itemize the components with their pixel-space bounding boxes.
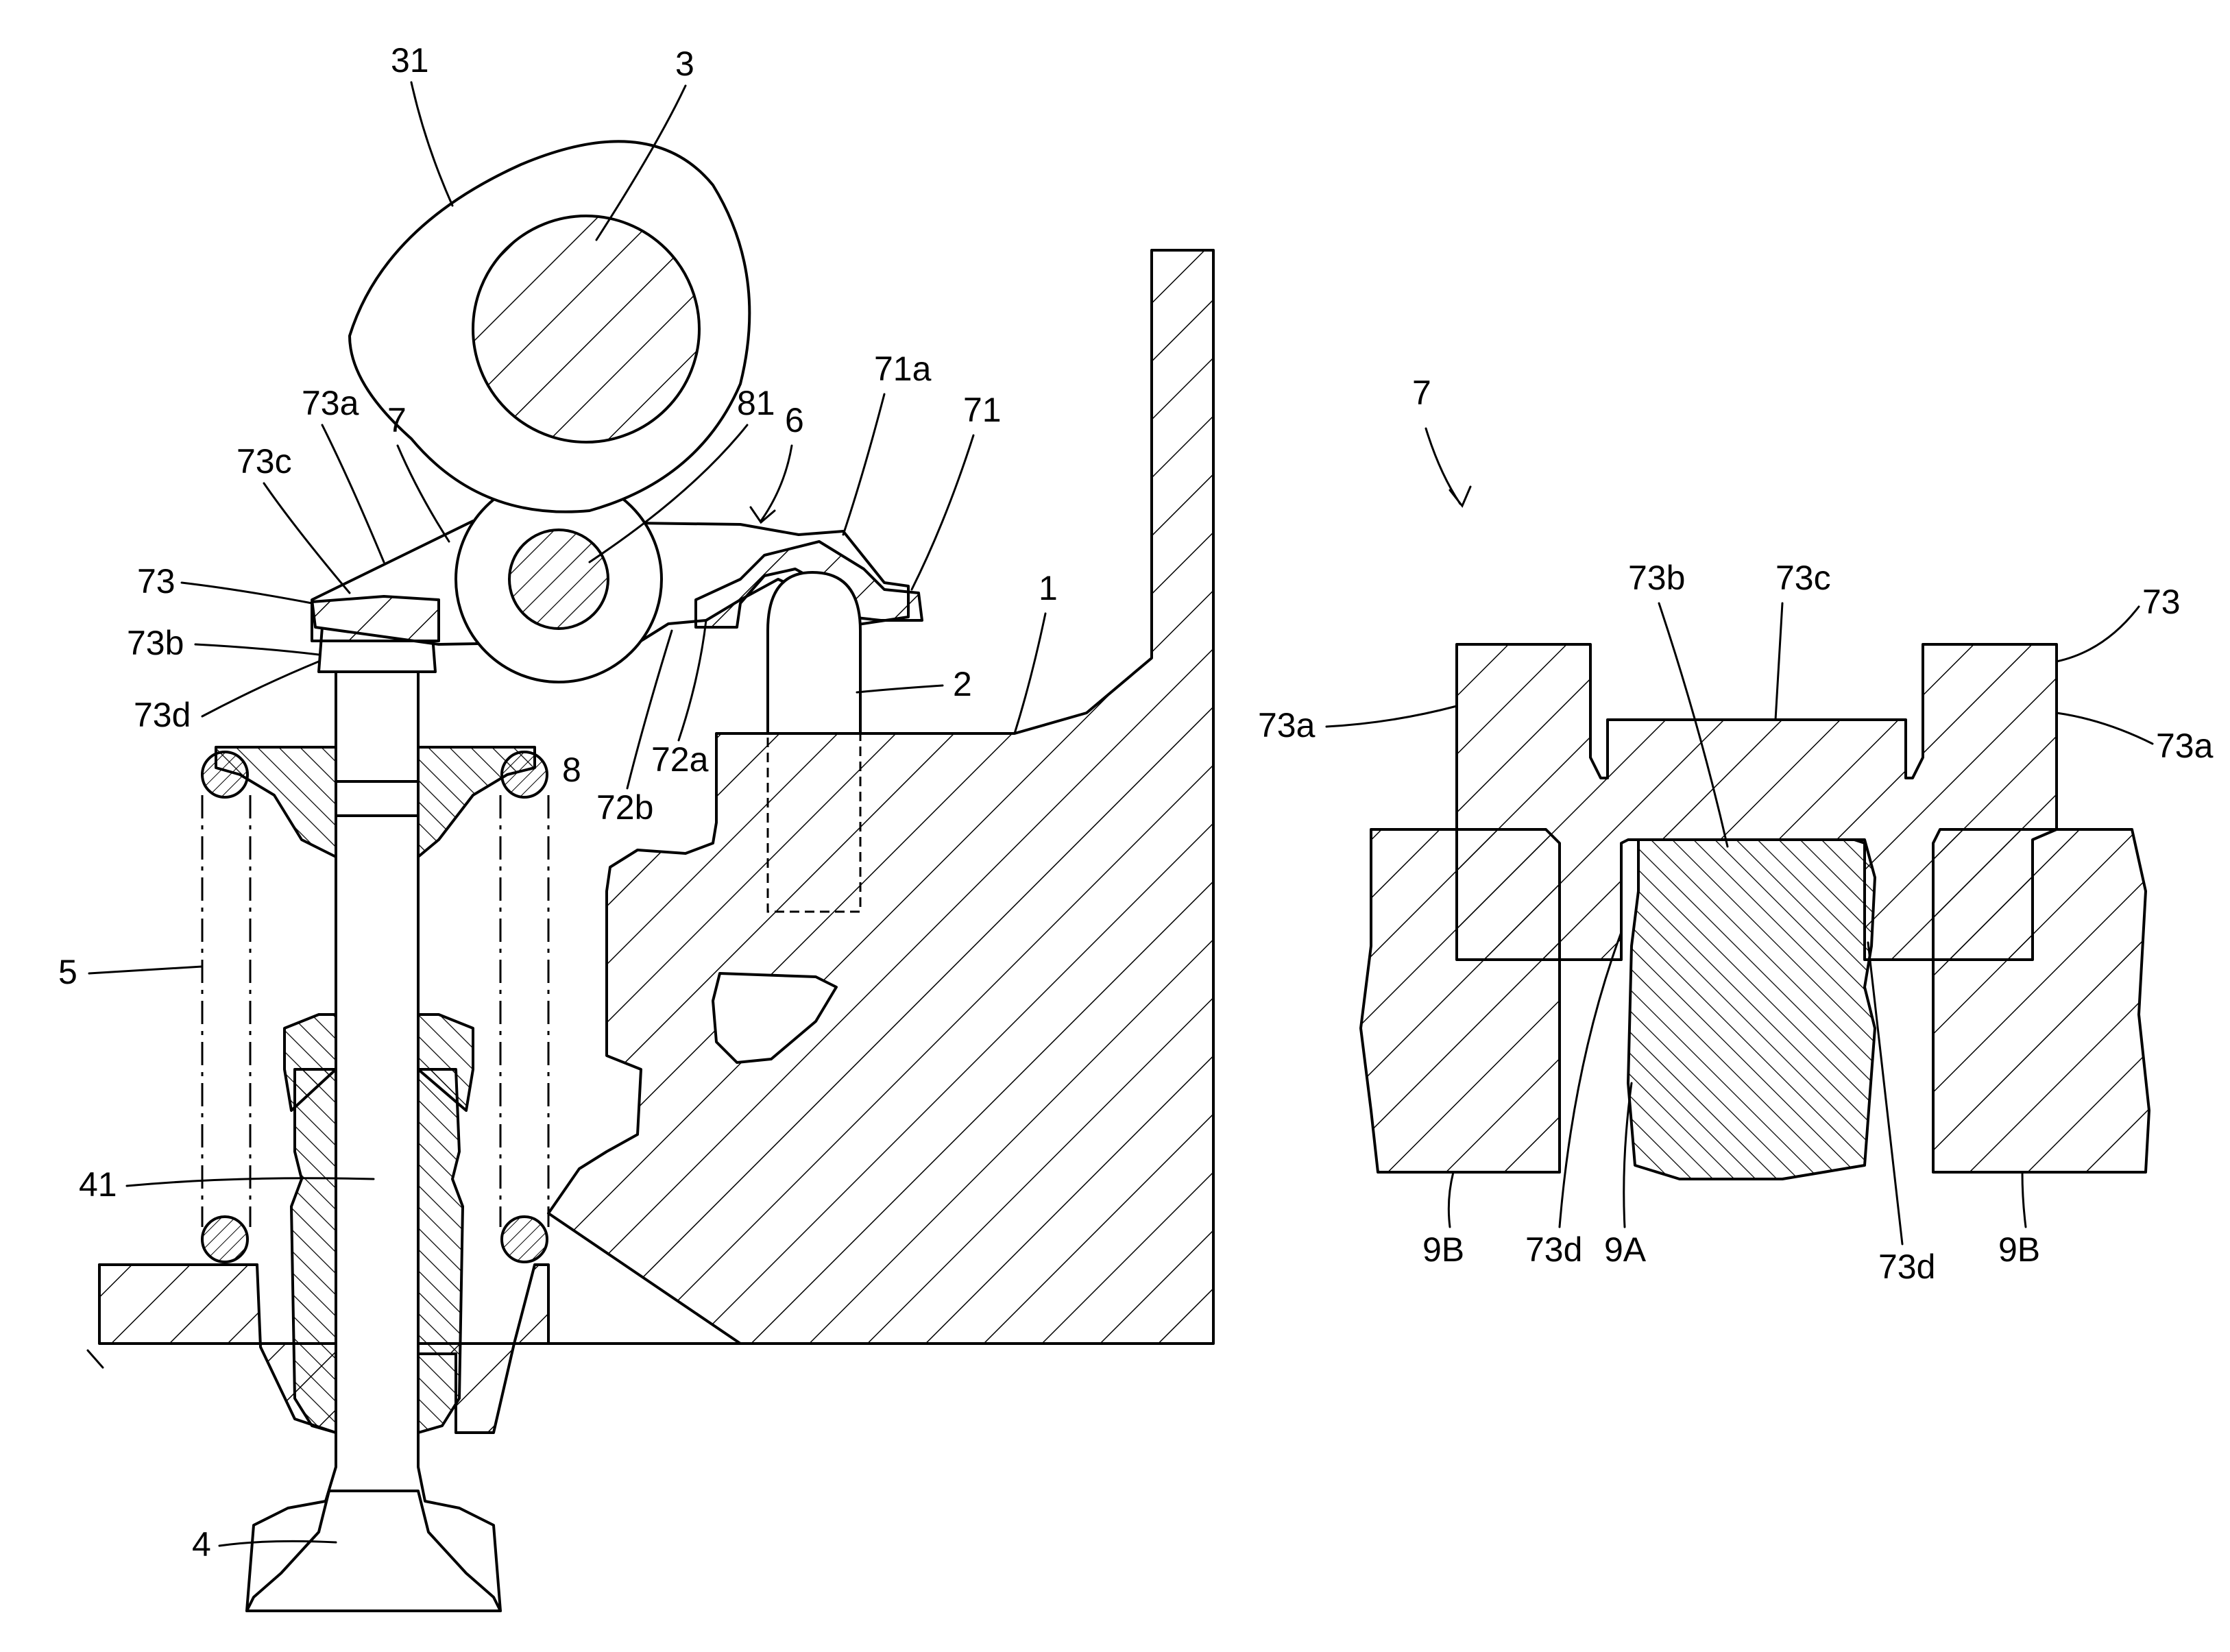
leader-r9B-left bbox=[1449, 1172, 1453, 1227]
leader-r73 bbox=[2057, 607, 2139, 661]
label-8: 8 bbox=[562, 751, 581, 789]
spring-coil-bottom-right bbox=[502, 1217, 547, 1262]
label-71: 71 bbox=[963, 391, 1002, 429]
label-r7: 7 bbox=[1412, 374, 1431, 412]
leader-1 bbox=[1015, 614, 1045, 733]
label-r73a-right: 73a bbox=[2156, 727, 2214, 765]
label-72b: 72b bbox=[596, 788, 653, 827]
label-73d: 73d bbox=[134, 696, 191, 734]
left-sectional-view bbox=[88, 141, 1213, 1611]
leader-r73c bbox=[1775, 603, 1782, 720]
rocker-contact-shoe bbox=[312, 596, 439, 641]
label-81: 81 bbox=[737, 384, 775, 422]
leader-31 bbox=[411, 82, 452, 206]
leader-73a bbox=[322, 425, 384, 562]
roller-pin bbox=[509, 530, 608, 629]
leader-r73a-right bbox=[2057, 713, 2153, 744]
leader-73c bbox=[264, 483, 350, 593]
spring-coil-bottom-left bbox=[202, 1217, 247, 1262]
leader-r9B-right bbox=[2022, 1172, 2026, 1227]
label-71a: 71a bbox=[874, 350, 932, 388]
valve-stem-end-9A bbox=[1628, 840, 1875, 1179]
label-73b: 73b bbox=[127, 624, 184, 662]
leader-5 bbox=[89, 967, 202, 973]
label-r73a-left: 73a bbox=[1258, 706, 1316, 744]
label-73: 73 bbox=[137, 562, 175, 600]
lash-adjuster bbox=[768, 572, 860, 733]
label-1: 1 bbox=[1039, 569, 1058, 607]
leader-r73d-right bbox=[1868, 943, 1902, 1244]
label-41: 41 bbox=[79, 1165, 117, 1204]
label-73a: 73a bbox=[302, 384, 359, 422]
leader-r73a-left bbox=[1326, 706, 1457, 727]
leader-r73d-left bbox=[1560, 932, 1621, 1227]
label-r73d-left: 73d bbox=[1525, 1230, 1582, 1269]
label-5: 5 bbox=[58, 953, 77, 991]
leader-73d bbox=[202, 661, 319, 716]
label-7: 7 bbox=[387, 401, 407, 439]
leader-71 bbox=[912, 435, 973, 590]
label-r9B-left: 9B bbox=[1422, 1230, 1464, 1269]
label-31: 31 bbox=[391, 41, 429, 80]
label-r9A: 9A bbox=[1604, 1230, 1647, 1269]
leader-2 bbox=[857, 685, 943, 692]
right-enlarged-view bbox=[1361, 644, 2149, 1179]
guide-wall-9B-left bbox=[1361, 829, 1560, 1172]
valve-guide-right bbox=[418, 1069, 463, 1433]
label-r73d-right: 73d bbox=[1878, 1248, 1935, 1286]
arrow-6 bbox=[751, 446, 792, 522]
label-r9B-right: 9B bbox=[1998, 1230, 2040, 1269]
valve-guide bbox=[291, 1069, 336, 1433]
label-73c: 73c bbox=[237, 442, 292, 481]
label-r73b: 73b bbox=[1628, 559, 1685, 597]
leader-72a bbox=[679, 620, 706, 740]
leader-73 bbox=[182, 583, 312, 603]
camshaft bbox=[473, 216, 699, 442]
leader-73b bbox=[195, 644, 319, 655]
label-3: 3 bbox=[675, 45, 694, 83]
leader-71a bbox=[843, 394, 884, 535]
label-4: 4 bbox=[192, 1525, 211, 1564]
label-r73: 73 bbox=[2142, 583, 2181, 621]
label-6: 6 bbox=[785, 401, 804, 439]
guide-wall-9B-right bbox=[1933, 829, 2149, 1172]
label-2: 2 bbox=[953, 665, 972, 703]
label-72a: 72a bbox=[651, 740, 709, 779]
label-r73c: 73c bbox=[1775, 559, 1831, 597]
floor-break-line bbox=[88, 1350, 103, 1368]
arrow-r7 bbox=[1426, 428, 1470, 506]
